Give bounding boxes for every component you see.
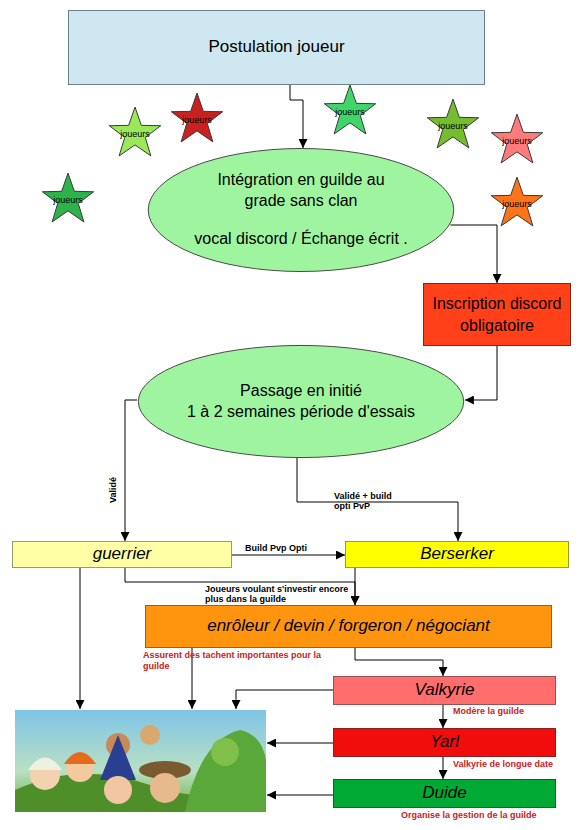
- flow-arrow: [232, 555, 345, 556]
- illustration-head: [66, 754, 94, 782]
- node-label: joueurs: [120, 129, 150, 141]
- illustration-head: [104, 776, 132, 804]
- node-note: Modère la guilde: [453, 706, 524, 717]
- node-label: joueurs: [53, 195, 83, 207]
- node-note: Organise la gestion de la guilde: [401, 810, 537, 821]
- player-star: joueurs: [426, 98, 480, 152]
- illustration-sky: [15, 710, 266, 812]
- flow-arrow: [297, 458, 458, 541]
- leader-wire: [267, 795, 333, 796]
- node-label: Inscription discord obligatoire: [424, 293, 570, 336]
- player-star: joueurs: [41, 172, 95, 226]
- node-note: Valkyrie de longue date: [453, 759, 553, 770]
- edge-label: Build Pvp Opti: [245, 543, 345, 553]
- star-shape: [324, 85, 375, 134]
- illustration-creature: [185, 730, 266, 812]
- ellipse-shape: [138, 345, 463, 457]
- illustration-hill: [15, 774, 266, 812]
- flow-arrow: [355, 568, 356, 605]
- process-ellipse: Intégration en guilde au grade sans clan…: [147, 148, 455, 272]
- edge-label: Validé: [108, 465, 118, 515]
- flow-arrow: [355, 648, 443, 676]
- grade-box: guerrier: [12, 541, 232, 568]
- node-label: Duide: [422, 782, 466, 804]
- node-label: joueurs: [502, 136, 532, 148]
- star-shape: [491, 114, 542, 163]
- ellipse-shape: [148, 148, 454, 271]
- illustration-hat: [100, 735, 136, 780]
- star-shape: [42, 173, 93, 222]
- node-label: Intégration en guilde au grade sans clan: [199, 170, 404, 212]
- player-star: joueurs: [108, 106, 162, 160]
- illustration-head: [30, 760, 60, 790]
- process-box: Inscription discord obligatoire: [423, 283, 571, 346]
- grade-box: DuideOrganise la gestion de la guilde: [333, 779, 556, 808]
- ellipse-outline: [137, 345, 465, 458]
- player-star: joueurs: [323, 84, 377, 138]
- node-label: joueurs: [438, 121, 468, 133]
- leader-wire: [80, 568, 81, 709]
- grade-box: YarlValkyrie de longue date: [333, 728, 556, 757]
- process-ellipse: Passage en initié1 à 2 semaines période …: [137, 345, 465, 458]
- node-label: joueurs: [335, 107, 365, 119]
- star-shape: [171, 93, 222, 142]
- node-note: Assurent des tachent importantes pour la…: [143, 650, 343, 672]
- node-label: guerrier: [93, 543, 152, 565]
- node-label: joueurs: [182, 115, 212, 127]
- flow-arrow: [465, 346, 497, 400]
- illustration-hair: [64, 752, 96, 764]
- grade-box: ValkyrieModère la guilde: [333, 676, 556, 705]
- node-label: Yarl: [430, 731, 459, 753]
- player-star: joueurs: [490, 113, 544, 167]
- illustration-hat: [139, 761, 191, 779]
- flow-arrow: [450, 225, 497, 283]
- illustration-hair: [28, 758, 62, 771]
- node-label: joueurs: [502, 199, 532, 211]
- flow-arrow: [443, 757, 444, 779]
- illustration-creature-head: [211, 738, 239, 766]
- flow-arrow: [125, 400, 137, 541]
- node-note: vocal discord / Échange écrit .: [194, 229, 407, 250]
- star-shape: [427, 99, 478, 148]
- leader-wire: [236, 690, 333, 709]
- node-label: Valkyrie: [415, 679, 475, 701]
- player-star: joueurs: [170, 92, 224, 146]
- node-label: Berserker: [420, 543, 494, 565]
- grade-box: enrôleur / devin / forgeron / négociantA…: [145, 605, 552, 648]
- ellipse-outline: [147, 148, 455, 272]
- edge-label: Validé + build opti PvP: [334, 491, 408, 511]
- node-label: Passage en initié: [240, 381, 362, 402]
- edge-label: Joueurs voulant s'investir encore plus d…: [205, 584, 367, 604]
- flow-arrow: [443, 705, 444, 728]
- illustration-head: [140, 725, 160, 745]
- guild-illustration: [15, 710, 266, 812]
- flow-arrow: [290, 85, 303, 148]
- node-note: 1 à 2 semaines période d'essais: [187, 402, 415, 423]
- star-shape: [109, 107, 160, 156]
- node-label: Postulation joueur: [208, 36, 344, 58]
- illustration-head: [150, 773, 180, 803]
- node-label: enrôleur / devin / forgeron / négociant: [207, 615, 490, 637]
- process-box: Postulation joueur: [68, 10, 485, 85]
- grade-box: Berserker: [345, 541, 569, 568]
- illustration-head: [106, 733, 130, 757]
- star-shape: [491, 177, 542, 226]
- leader-wire: [267, 743, 333, 744]
- player-star: joueurs: [490, 176, 544, 230]
